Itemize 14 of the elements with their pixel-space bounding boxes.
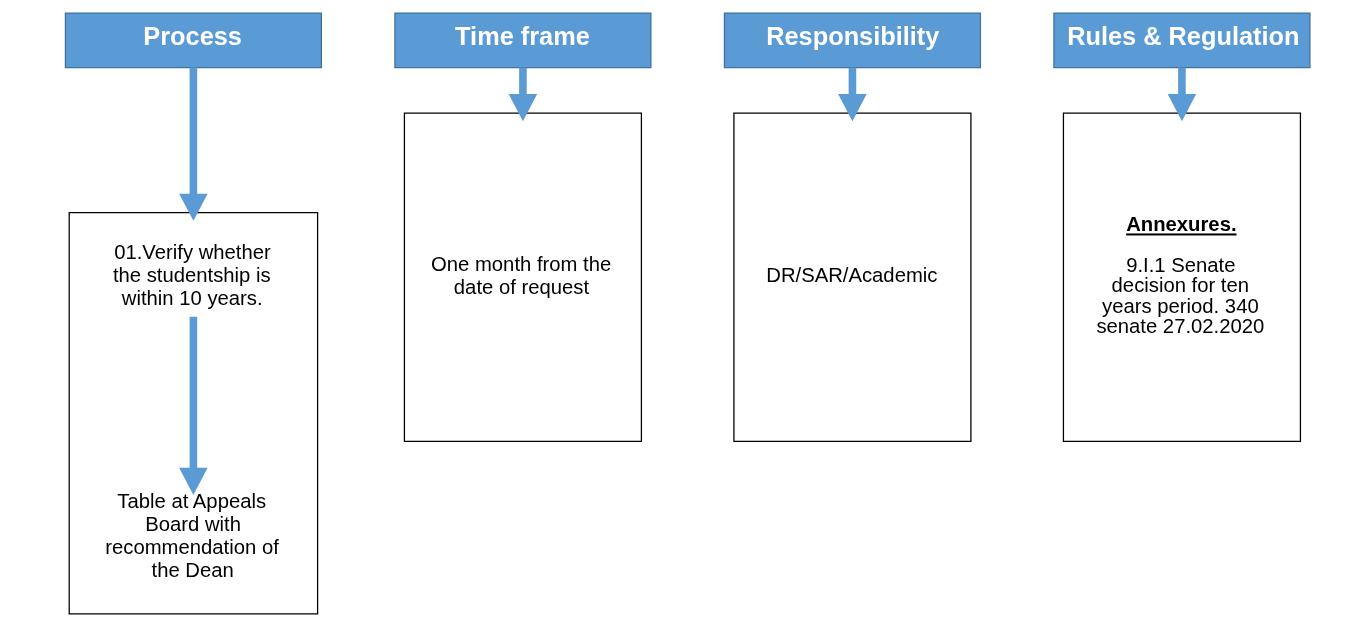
node-box: Time frame <box>394 12 652 69</box>
node-box: Annexures. 9.I.1 Senate decision for ten years period. 340 senate 27.02.2020 <box>1062 112 1302 443</box>
arrow <box>508 67 538 122</box>
node-box: Rules & Regulation <box>1053 12 1311 69</box>
arrow <box>838 67 867 122</box>
node-box: One month from the date of request <box>403 112 643 443</box>
node-box: Process <box>64 12 323 69</box>
node-box: Responsibility <box>723 12 982 69</box>
cluster <box>68 212 319 615</box>
arrow <box>179 67 208 221</box>
node-box: DR/SAR/Academic <box>733 112 972 443</box>
arrow <box>1167 67 1197 122</box>
node-text: Table at Appeals Board with recommendation of the Dean <box>105 490 279 581</box>
node-text: 01.Verify whether the studentship is within 10 years. <box>112 241 271 309</box>
